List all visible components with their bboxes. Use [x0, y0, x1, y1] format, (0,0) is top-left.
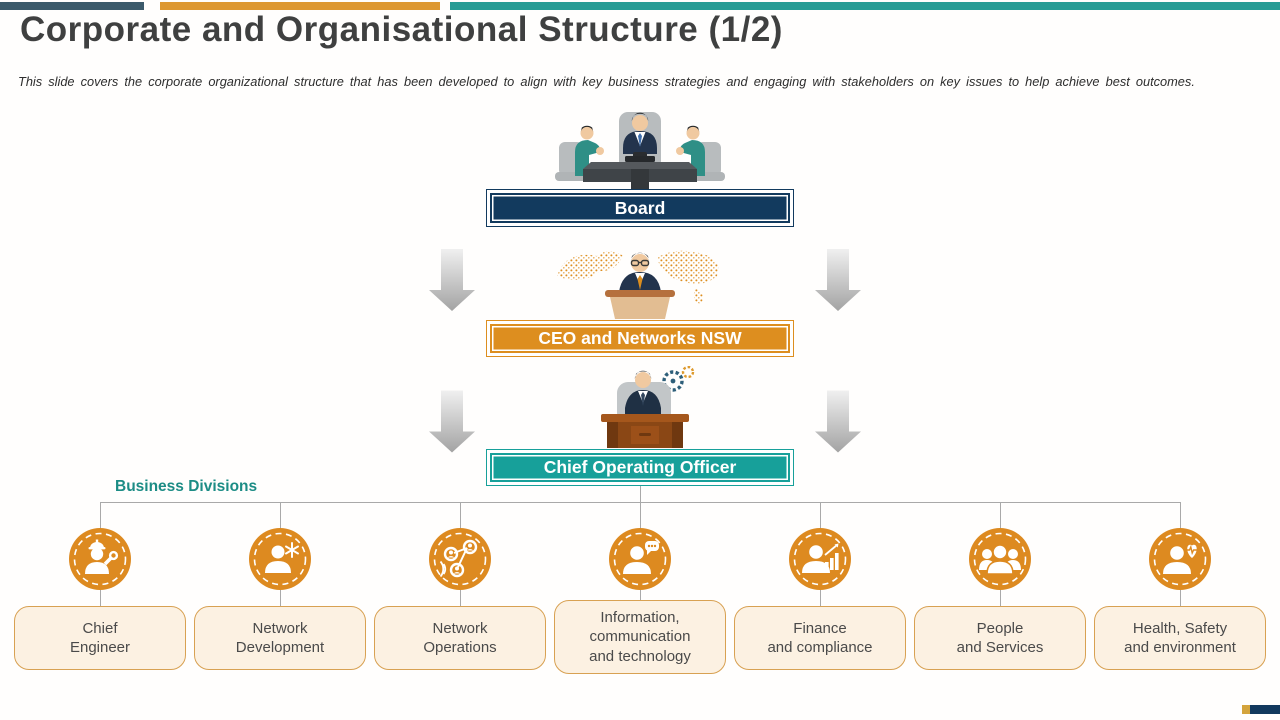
org-box-ceo: CEO and Networks NSW	[486, 320, 794, 357]
person-chat-bubble-icon	[609, 528, 671, 590]
person-snowflake-icon	[249, 528, 311, 590]
org-box-coo: Chief Operating Officer	[486, 449, 794, 486]
ceo-podium-illustration	[545, 244, 735, 321]
down-arrow-icon	[815, 390, 861, 453]
topbar-segment-teal	[450, 2, 1280, 10]
page-title: Corporate and Organisational Structure (…	[20, 10, 783, 49]
down-arrow-icon	[429, 249, 475, 311]
org-box-coo-label: Chief Operating Officer	[490, 453, 790, 482]
down-arrow-icon	[429, 390, 475, 453]
slide-subtitle: This slide covers the corporate organiza…	[18, 74, 1195, 89]
division-box-chief-engineer: Chief Engineer	[14, 606, 186, 670]
topbar-segment-dark	[0, 2, 144, 10]
org-box-board-label: Board	[490, 193, 790, 223]
person-heart-pulse-icon	[1149, 528, 1211, 590]
org-box-board: Board	[486, 189, 794, 227]
division-label: Health, Safety and environment	[1124, 619, 1236, 656]
coo-desk-illustration	[555, 365, 725, 450]
corner-decoration-gold	[1242, 705, 1250, 714]
corner-decoration-navy	[1250, 705, 1280, 714]
division-label: People and Services	[956, 619, 1044, 656]
person-bar-chart-icon	[789, 528, 851, 590]
division-label: Network Operations	[423, 619, 497, 656]
org-box-ceo-label: CEO and Networks NSW	[490, 324, 790, 353]
division-box-network-operations: Network Operations	[374, 606, 546, 670]
down-arrow-icon	[815, 249, 861, 311]
division-box-people-services: People and Services	[914, 606, 1086, 670]
division-box-ict: Information, communication and technolog…	[554, 600, 726, 674]
division-box-finance-compliance: Finance and compliance	[734, 606, 906, 670]
topbar-segment-orange	[160, 2, 440, 10]
division-box-network-development: Network Development	[194, 606, 366, 670]
division-box-health-safety-environment: Health, Safety and environment	[1094, 606, 1266, 670]
board-meeting-illustration	[545, 106, 735, 190]
division-label: Information, communication and technolog…	[589, 609, 691, 665]
business-divisions-heading: Business Divisions	[115, 478, 258, 495]
engineer-hardhat-wrench-icon	[69, 528, 131, 590]
division-label: Network Development	[235, 619, 325, 656]
people-group-icon	[969, 528, 1031, 590]
division-label: Finance and compliance	[767, 619, 873, 656]
division-label: Chief Engineer	[69, 619, 131, 656]
connected-people-network-icon	[429, 528, 491, 590]
connector-line	[640, 486, 641, 502]
